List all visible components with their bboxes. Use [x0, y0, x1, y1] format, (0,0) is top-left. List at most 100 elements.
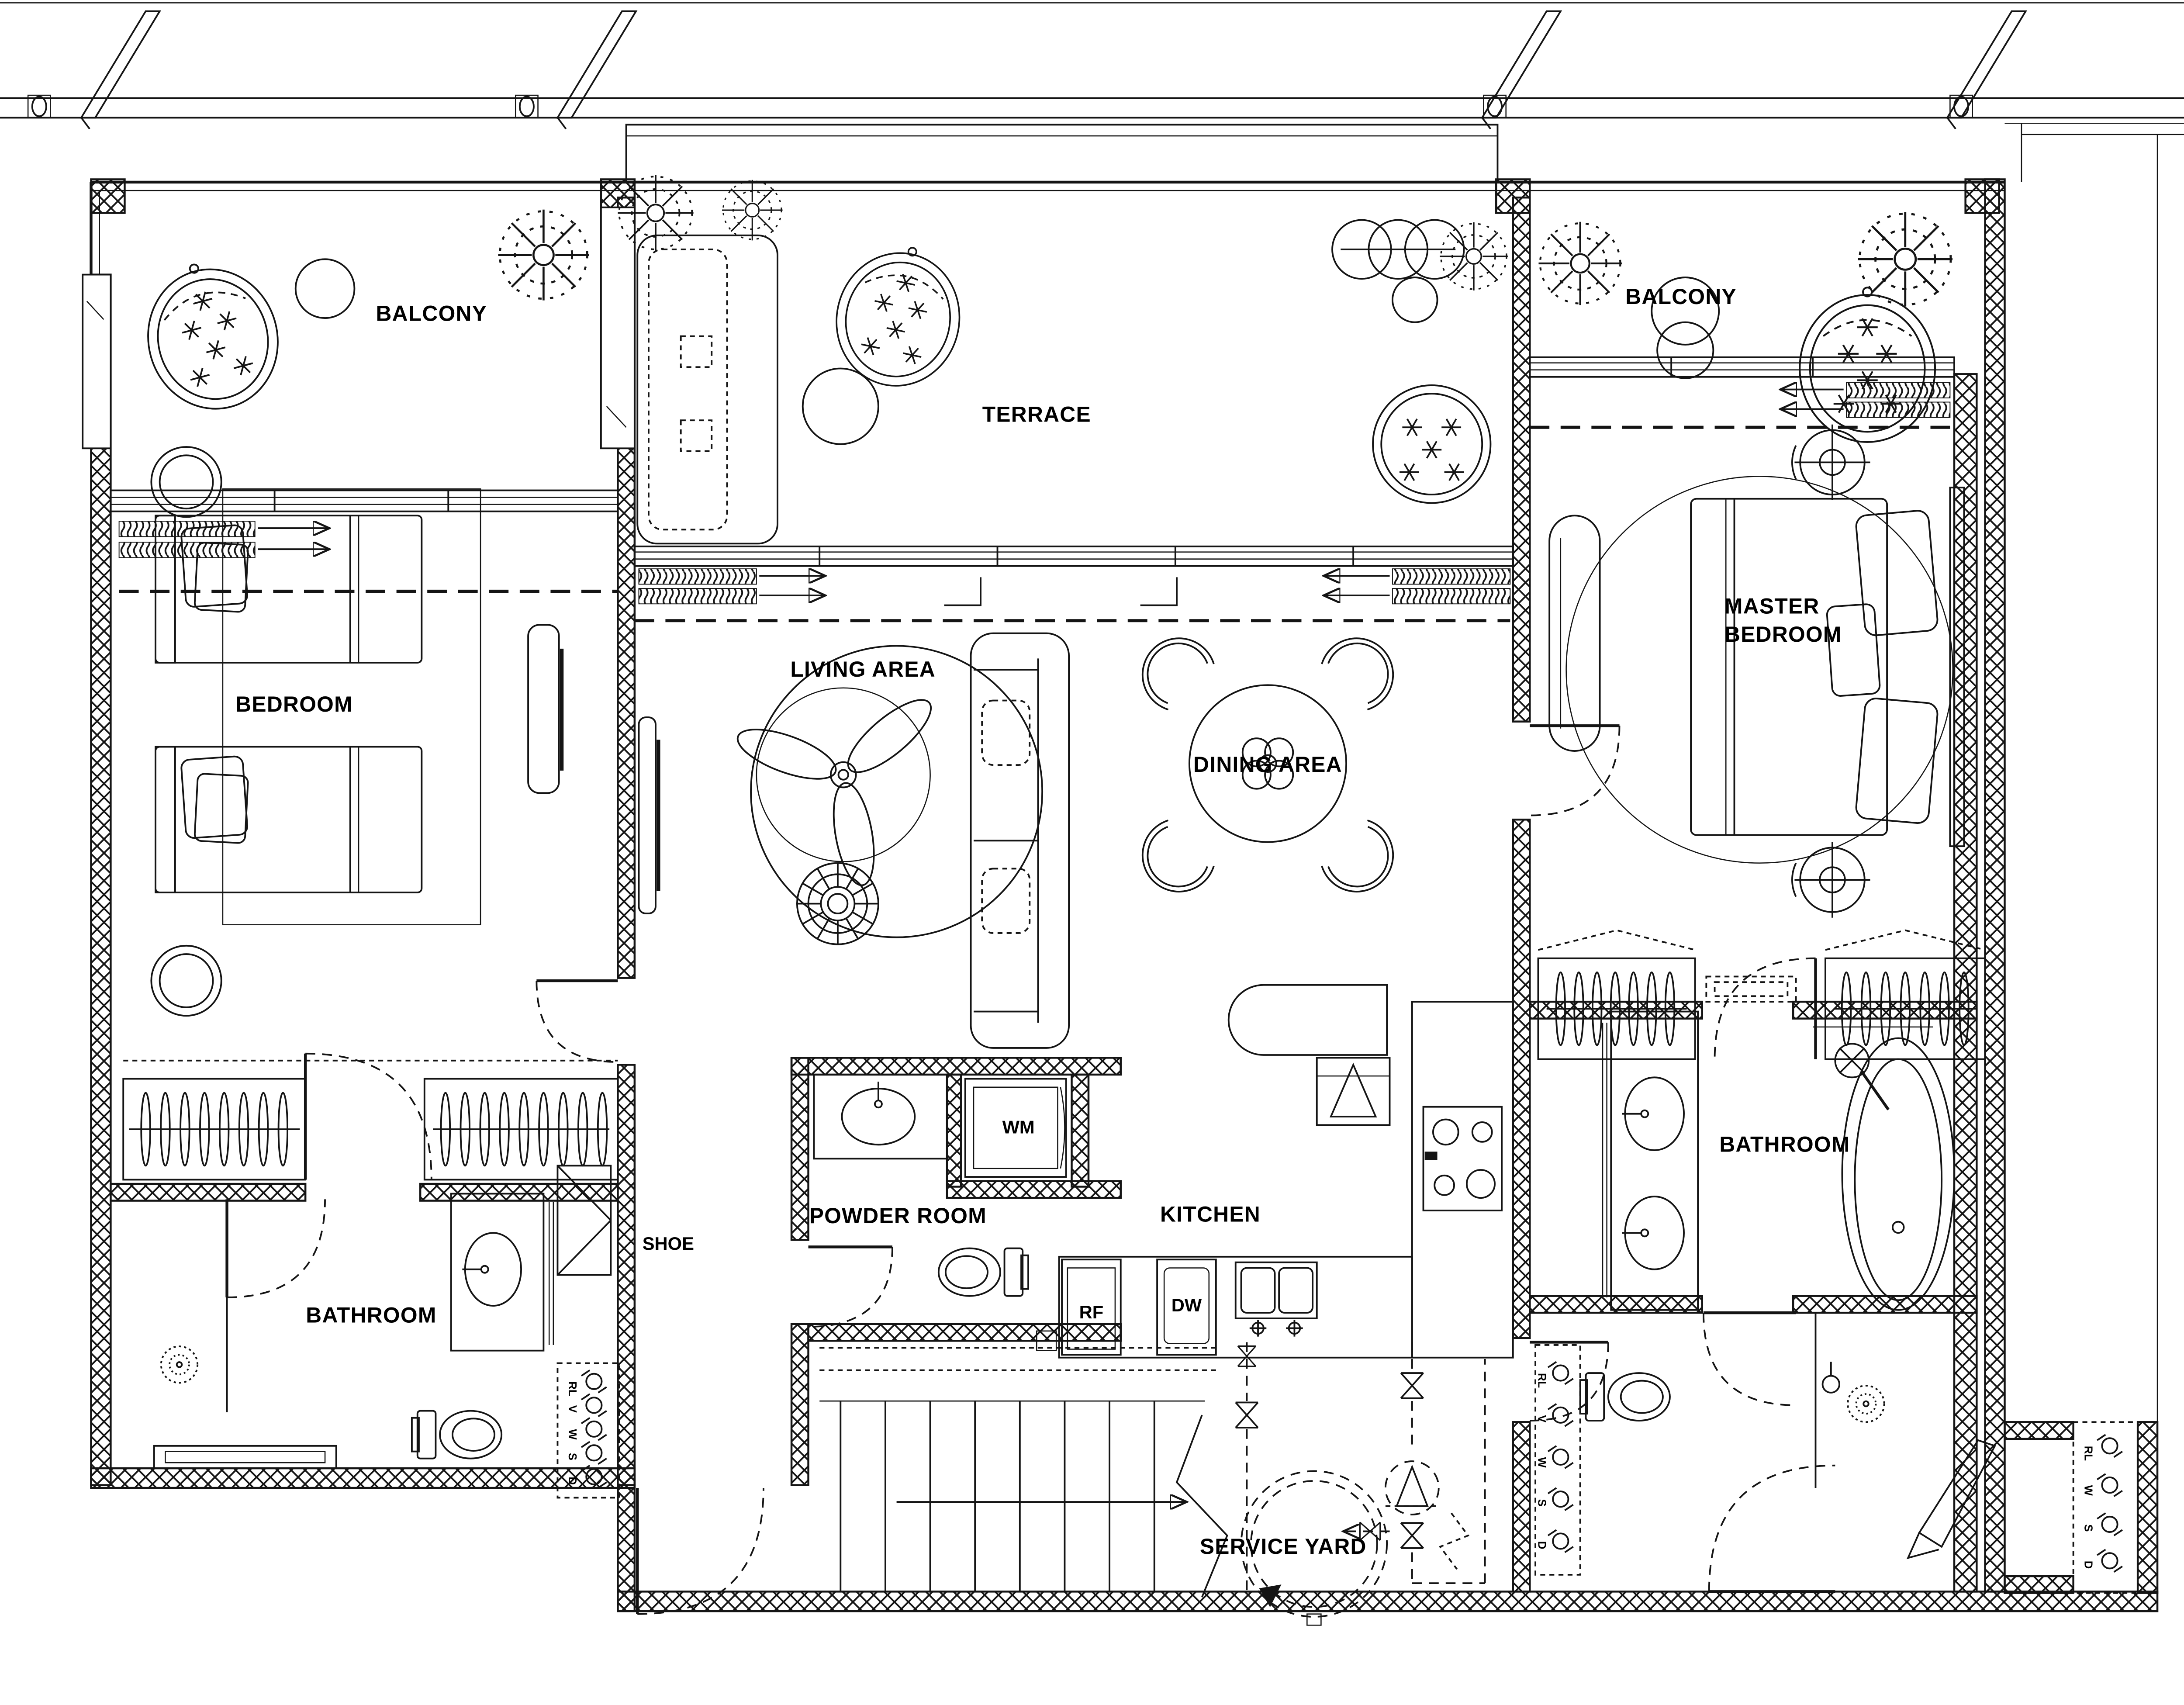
- terrace: [617, 174, 1509, 545]
- riser-label: W: [566, 1429, 578, 1440]
- refrigerator-icon: [1061, 1259, 1122, 1356]
- door-bedroom: [536, 979, 618, 1063]
- nightstand-icon: [150, 446, 222, 518]
- tree-icon: [1858, 212, 1952, 306]
- riser-label: RL: [2082, 1446, 2094, 1461]
- door-entry: [636, 1488, 764, 1615]
- riser-label: W: [1535, 1457, 1548, 1468]
- balcony-right: [1538, 212, 1952, 442]
- bench-icon: [153, 1445, 337, 1470]
- shower-head-icon: [1821, 1362, 1840, 1394]
- dining-area: [1127, 622, 1409, 908]
- riser-label: S: [2082, 1524, 2094, 1532]
- bedroom-label: BEDROOM: [235, 692, 353, 716]
- riser-label: S: [1535, 1499, 1548, 1507]
- site-structures: [0, 2, 2184, 1592]
- walls: [82, 178, 2159, 1612]
- bathroom-left: RL V W S D: [153, 1165, 620, 1499]
- living-area: [638, 632, 1070, 1049]
- balcony-right-label: BALCONY: [1625, 284, 1737, 309]
- riser-label: RL: [1535, 1373, 1548, 1388]
- bedside-lamp-icon: [1791, 841, 1871, 919]
- refrigerator-label: RF: [1079, 1302, 1104, 1322]
- terrace-label: TERRACE: [982, 402, 1091, 426]
- master-bedroom-label: BEDROOM: [1724, 622, 1842, 647]
- tree-icon: [617, 174, 695, 252]
- riser-label: D: [566, 1477, 578, 1485]
- wardrobe-icon: [1825, 929, 1986, 1060]
- twin-bed-icon: [155, 746, 423, 893]
- vanity-icon: [450, 1193, 554, 1352]
- stair-break-line: [1175, 1414, 1228, 1598]
- floor-drain-icon: [160, 1345, 199, 1384]
- window-bands: [110, 356, 1955, 623]
- sofa-icon: [970, 632, 1070, 1049]
- vanity-icon: [813, 1073, 948, 1160]
- dining-chair-icon: [1127, 816, 1218, 908]
- terrace-roof-edge: [625, 122, 2184, 1592]
- riser-label: V: [1535, 1415, 1548, 1422]
- shoe-cabinet-icon: [556, 1165, 612, 1276]
- service-yard-label: SERVICE YARD: [1200, 1534, 1367, 1559]
- bathroom-right: [1602, 1010, 1955, 1311]
- egg-chair-icon: [1800, 287, 1935, 442]
- stool-icon: [1329, 1062, 1377, 1118]
- balcony-left-label: BALCONY: [376, 301, 487, 325]
- wardrobe-icon: [423, 1078, 619, 1181]
- tree-icon: [498, 210, 589, 301]
- plant-pots-icon: [1331, 219, 1465, 323]
- dining-chair-icon: [1318, 622, 1409, 714]
- kitchen-sink-icon: [1234, 1261, 1318, 1337]
- sun-louver-icon: [1906, 1439, 1996, 1560]
- pump-icon: [1384, 1460, 1440, 1515]
- lounge-chair-icon: [1548, 515, 1601, 752]
- washing-machine-icon: [964, 1078, 1067, 1178]
- large-plant-icon: [1372, 384, 1492, 504]
- stair: [819, 1347, 1228, 1598]
- daybed-icon: [636, 234, 778, 545]
- toilet-icon: [411, 1410, 503, 1459]
- balcony-left: [131, 210, 589, 423]
- double-bed-icon: [1690, 487, 1965, 847]
- powder-room: [813, 1073, 1057, 1352]
- door-shower-left: [225, 1199, 326, 1298]
- powder-room-label: POWDER ROOM: [809, 1204, 987, 1228]
- hanging-chair-icon: [131, 248, 293, 424]
- riser-label: W: [2082, 1485, 2094, 1496]
- tree-icon: [1439, 221, 1509, 291]
- tub-faucet-icon: [1834, 1043, 1890, 1110]
- twin-bed-icon: [155, 515, 423, 664]
- fixture: [1036, 1330, 1057, 1352]
- dining-area-label: DINING AREA: [1193, 752, 1342, 777]
- master-bedroom-label: MASTER: [1724, 594, 1820, 619]
- riser-label: S: [566, 1453, 578, 1460]
- plumbing-pipes: [1234, 1342, 1486, 1592]
- shoe-label: SHOE: [643, 1233, 694, 1254]
- dining-chair-icon: [1318, 816, 1409, 908]
- door-wardrobe-corridor: [304, 1052, 432, 1180]
- riser-shaft: RL V W S D: [556, 1362, 620, 1499]
- tree-icon: [1538, 222, 1622, 305]
- riser-label: V: [566, 1405, 578, 1413]
- island-counter-icon: [1227, 984, 1391, 1126]
- rug: [750, 645, 1044, 938]
- kitchen: [1058, 984, 1514, 1359]
- bathtub-icon: [1813, 1026, 1955, 1311]
- dining-table-icon: [1188, 684, 1348, 843]
- door-powder-room: [808, 1245, 893, 1328]
- egg-chair-icon: [824, 235, 973, 397]
- floor-plan: RL V W S D: [0, 2, 2184, 1626]
- riser-label: RL: [566, 1381, 578, 1396]
- door-service-yard: [1708, 1464, 1835, 1593]
- counter: [1058, 1001, 1514, 1359]
- floor-drain-icon: [1847, 1384, 1885, 1423]
- tv-console-icon: [638, 716, 660, 915]
- master-bedroom: [1537, 423, 1986, 1060]
- door-master-bedroom: [1530, 724, 1621, 816]
- dishwasher-icon: [1156, 1259, 1217, 1356]
- bedroom: [122, 446, 619, 1181]
- window-master: [1529, 356, 1955, 429]
- service-yard: [1234, 1342, 1486, 1626]
- washing-machine-label: WM: [1002, 1117, 1035, 1138]
- door-master-closet: [1714, 957, 1817, 1059]
